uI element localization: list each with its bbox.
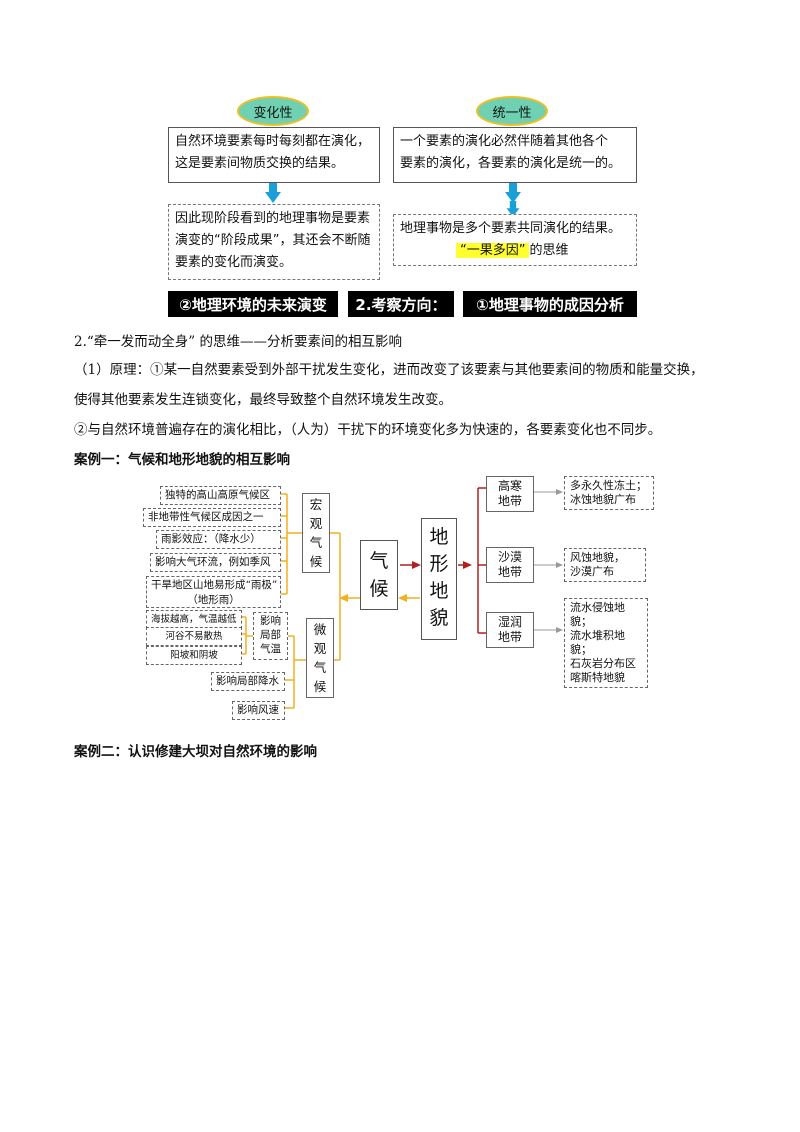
landform-char: 地 (429, 526, 449, 548)
arrow-down-icon (506, 201, 520, 217)
zone-line: 地带 (497, 630, 522, 644)
right-box-2: 地理事物是多个要素共同演化的结果。 “一果多因”的思维 (393, 214, 637, 266)
macro-char: 气 (309, 535, 323, 550)
case1-connectors (242, 487, 563, 709)
left-box-2-line: 因此现阶段看到的地理事物是要素 (175, 211, 371, 226)
climate-char: 候 (369, 578, 389, 600)
macro-char: 观 (309, 516, 323, 531)
zone-desc-line: 风蚀地貌， (570, 551, 625, 564)
macro-item-line: （地形雨） (187, 594, 240, 606)
zone-desc-line: 流水堆积地貌； (570, 629, 625, 656)
right-box-2-line: 地理事物是多个要素共同演化的结果。 (400, 221, 622, 236)
variability-oval: 变化性 (237, 96, 309, 126)
direction-bar: 2.考察方向： (348, 291, 454, 317)
local-temp-line: 气温 (260, 643, 281, 655)
left-box-1: 自然环境要素每时每刻都在演化， 这是要素间物质交换的结果。 (168, 127, 380, 183)
macro-item: 雨影效应：（降水少） (156, 530, 281, 549)
case1-title: 案例一：气候和地形地貌的相互影响 (74, 452, 290, 468)
zone-desc-line: 流水侵蚀地貌； (570, 601, 625, 628)
future-evolution-bar: ②地理环境的未来演变 (168, 291, 338, 317)
zone-line: 沙漠 (497, 550, 522, 564)
humid-zone-desc: 流水侵蚀地貌； 流水堆积地貌； 石灰岩分布区 喀斯特地貌 (564, 598, 648, 688)
principle-line-2: 使得其他要素发生连锁变化，最终导致整个自然环境发生改变。 (74, 392, 452, 408)
variability-label: 变化性 (253, 105, 293, 121)
direction-label: 2.考察方向： (355, 295, 447, 314)
local-temp-box: 影响 局部 气温 (253, 612, 288, 660)
unity-label: 统一性 (492, 105, 532, 121)
section-heading: 2.“牵一发而动全身” 的思维——分析要素间的相互影响 (74, 334, 402, 350)
zone-desc-line: 沙漠广布 (570, 565, 614, 578)
climate-box: 气 候 (360, 540, 398, 610)
micro-temp-item: 阳坡和阴坡 (146, 646, 242, 665)
right-box-2-line-2: “一果多因”的思维 (400, 240, 630, 262)
micro-char: 气 (313, 660, 327, 675)
landform-char: 形 (429, 553, 449, 575)
left-box-2: 因此现阶段看到的地理事物是要素 演变的“阶段成果”，其还会不断随 要素的变化而演… (168, 204, 380, 280)
unity-oval: 统一性 (476, 96, 548, 126)
zone-line: 地带 (497, 494, 522, 508)
micro-char: 观 (313, 641, 327, 656)
zone-line: 地带 (497, 565, 522, 579)
micro-char: 微 (313, 622, 327, 637)
local-temp-line: 影响 (260, 615, 281, 627)
alpine-zone-box: 高寒 地带 (486, 476, 534, 512)
left-box-2-line: 要素的变化而演变。 (175, 255, 293, 270)
alpine-zone-desc: 多永久性冻土； 冰蚀地貌广布 (564, 476, 654, 510)
zone-desc-line: 冰蚀地貌广布 (570, 493, 636, 506)
landform-char: 地 (429, 580, 449, 602)
right-box-1-line: 一个要素的演化必然伴随着其他各个 (400, 134, 609, 149)
landform-box: 地 形 地 貌 (421, 518, 457, 640)
arrow-down-icon (265, 183, 281, 203)
principle-line-3: ②与自然环境普遍存在的演化相比，（人为）干扰下的环境变化多为快速的，各要素变化也… (74, 422, 662, 438)
cause-analysis-bar: ①地理事物的成因分析 (463, 291, 637, 317)
one-effect-many-causes-highlight: “一果多因” (456, 243, 530, 258)
macro-climate-box: 宏 观 气 候 (302, 493, 330, 573)
left-box-2-line: 演变的“阶段成果”，其还会不断随 (175, 233, 371, 248)
micro-climate-box: 微 观 气 候 (306, 618, 334, 698)
macro-char: 宏 (309, 497, 323, 512)
macro-item-line: 干旱地区山地易形成“雨极” (151, 579, 278, 591)
arrow-down-icon (505, 183, 521, 203)
macro-item: 非地带性气候区成因之一 (143, 508, 281, 527)
humid-zone-box: 湿润 地带 (486, 612, 534, 648)
zone-desc-line: 石灰岩分布区 (570, 657, 636, 670)
zone-line: 湿润 (497, 615, 522, 629)
micro-item: 影响风速 (232, 701, 285, 720)
right-box-1: 一个要素的演化必然伴随着其他各个 要素的演化，各要素的演化是统一的。 (393, 127, 637, 183)
right-box-1-line: 要素的演化，各要素的演化是统一的。 (400, 156, 622, 171)
micro-temp-item: 河谷不易散热 (146, 627, 242, 646)
macro-char: 候 (309, 554, 323, 569)
landform-char: 貌 (429, 607, 449, 629)
principle-line-1: （1）原理：①某一自然要素受到外部干扰发生变化，进而改变了该要素与其他要素间的物… (74, 362, 704, 378)
micro-char: 候 (313, 679, 327, 694)
micro-item: 影响局部降水 (211, 672, 285, 691)
desert-zone-desc: 风蚀地貌， 沙漠广布 (564, 548, 646, 582)
local-temp-line: 局部 (260, 629, 281, 641)
cause-analysis-label: ①地理事物的成因分析 (476, 295, 624, 314)
macro-item-rain-pole: 干旱地区山地易形成“雨极” （地形雨） (146, 576, 281, 608)
macro-item: 影响大气环流，例如季风 (150, 553, 281, 572)
zone-desc-line: 多永久性冻土； (570, 479, 647, 492)
desert-zone-box: 沙漠 地带 (486, 547, 534, 583)
case2-title: 案例二：认识修建大坝对自然环境的影响 (74, 744, 317, 760)
left-box-1-line: 自然环境要素每时每刻都在演化， (175, 134, 371, 149)
macro-item: 独特的高山高原气候区 (160, 486, 281, 505)
future-evolution-label: ②地理环境的未来演变 (179, 295, 327, 314)
climate-char: 气 (369, 550, 389, 572)
thinking-suffix: 的思维 (529, 243, 569, 258)
zone-line: 高寒 (497, 479, 522, 493)
left-box-1-line: 这是要素间物质交换的结果。 (175, 156, 345, 171)
zone-desc-line: 喀斯特地貌 (570, 671, 625, 684)
